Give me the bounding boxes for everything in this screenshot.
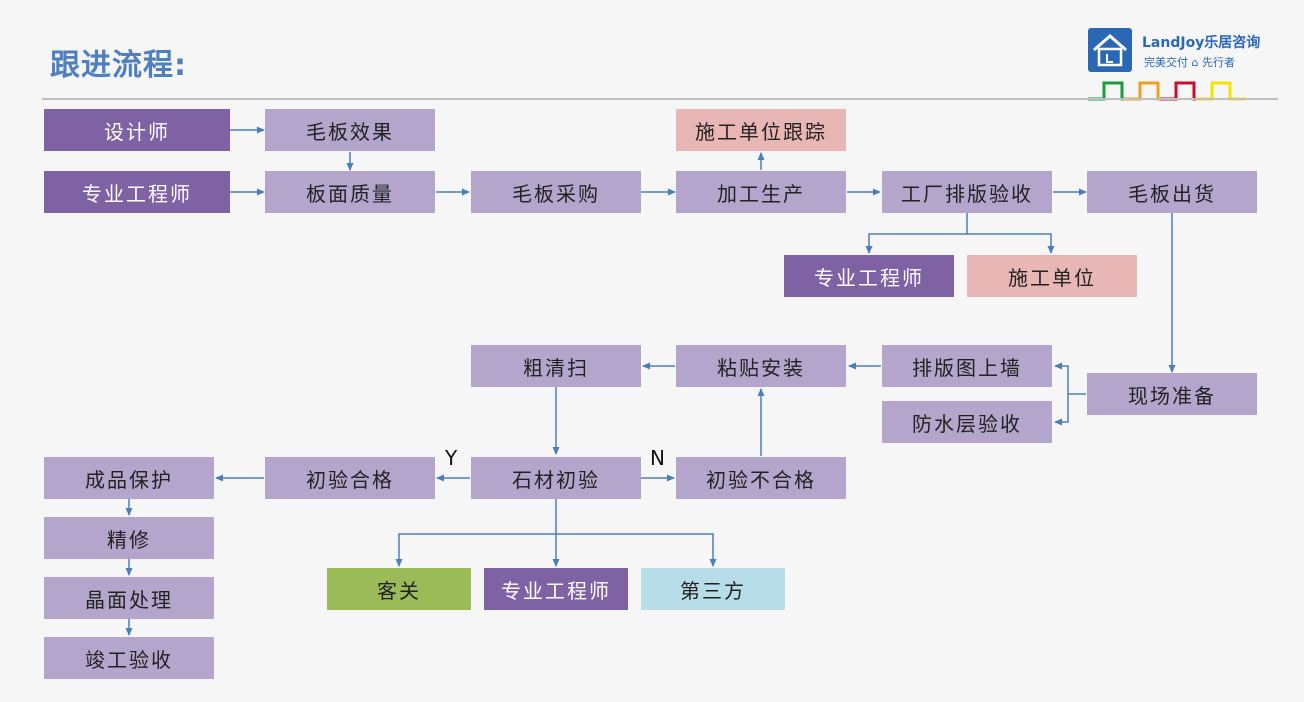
node-purchase: 毛板采购 [471,171,641,213]
node-check-fail: 初验不合格 [676,457,846,499]
page-title: 跟进流程: [50,48,187,83]
node-rough-clean: 粗清扫 [471,345,641,387]
label-yes: Y [445,446,458,470]
node-shipment: 毛板出货 [1087,171,1257,213]
arrow-siteprep-waterproof [1054,394,1069,426]
node-engineer-2: 专业工程师 [784,255,954,297]
house-logo-icon [1088,28,1132,72]
arrow-check-client [395,499,557,567]
logo-name: LandJoy乐居咨询 [1142,35,1261,51]
arrow-siteprep-wall [1054,362,1086,395]
node-crystal-treatment: 晶面处理 [44,577,214,619]
node-check-pass: 初验合格 [265,457,435,499]
node-install: 粘贴安装 [676,345,846,387]
node-wall-layout: 排版图上墙 [882,345,1052,387]
node-site-prep: 现场准备 [1087,373,1257,415]
node-client: 客关 [327,568,471,610]
node-completion: 竣工验收 [44,637,214,679]
node-factory-check: 工厂排版验收 [882,171,1052,213]
node-engineer-1: 专业工程师 [44,171,230,213]
node-waterproof-check: 防水层验收 [882,401,1052,443]
node-refine: 精修 [44,517,214,559]
header-divider [42,98,1278,100]
node-contractor-tracking: 施工单位跟踪 [676,109,846,151]
node-surface-quality: 板面质量 [265,171,435,213]
arrow-factory-eng2 [865,213,968,254]
label-no: N [650,446,665,470]
node-initial-check: 石材初验 [471,457,641,499]
arrow-factory-contractor [967,233,1055,254]
node-product-protection: 成品保护 [44,457,214,499]
company-logo: LandJoy乐居咨询 完美交付 ⌂ 先行者 [1088,28,1278,78]
node-production: 加工生产 [676,171,846,213]
node-contractor: 施工单位 [967,255,1137,297]
node-engineer-3: 专业工程师 [484,568,628,610]
node-third-party: 第三方 [641,568,785,610]
logo-slogan: 完美交付 ⌂ 先行者 [1144,56,1235,69]
node-board-effect: 毛板效果 [265,109,435,151]
arrow-check-thirdparty [556,533,717,567]
node-designer: 设计师 [44,109,230,151]
